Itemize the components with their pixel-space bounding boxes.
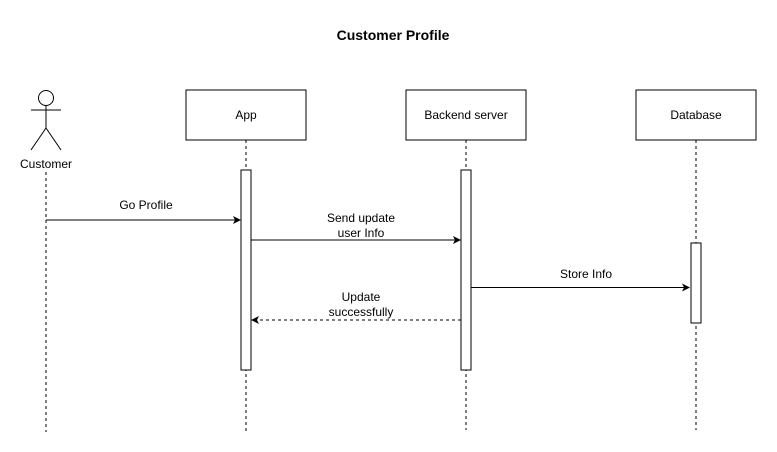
arrow-right-icon [233, 216, 241, 224]
participant-backend-server[interactable]: Backend server [405, 89, 527, 141]
participant-label: App [235, 108, 257, 122]
message-update-successfully[interactable]: Update successfully [251, 290, 461, 324]
message-label: user Info [338, 226, 385, 240]
message-label: Update [342, 290, 381, 304]
message-label: successfully [329, 305, 394, 319]
message-go-profile[interactable]: Go Profile [46, 198, 241, 224]
message-send-update-user-info[interactable]: Send update user Info [251, 211, 461, 244]
activation-backend-server [460, 169, 472, 371]
diagram-title: Customer Profile [337, 27, 450, 43]
activation-database [690, 242, 702, 324]
participant-app[interactable]: App [185, 89, 307, 141]
participant-label: Backend server [424, 108, 507, 122]
message-label: Store Info [560, 267, 612, 281]
message-store-info[interactable]: Store Info [471, 267, 690, 292]
arrow-right-icon [453, 236, 461, 244]
participant-label: Database [670, 108, 722, 122]
stick-figure-icon [30, 90, 62, 151]
message-label: Go Profile [119, 198, 173, 212]
message-label: Send update [327, 211, 395, 225]
arrow-right-icon [682, 283, 690, 292]
actor-label: Customer [20, 157, 72, 171]
participant-database[interactable]: Database [635, 89, 757, 141]
activation-app [240, 169, 252, 371]
arrow-left-icon [251, 316, 259, 324]
actor-customer[interactable]: Customer [20, 90, 72, 172]
